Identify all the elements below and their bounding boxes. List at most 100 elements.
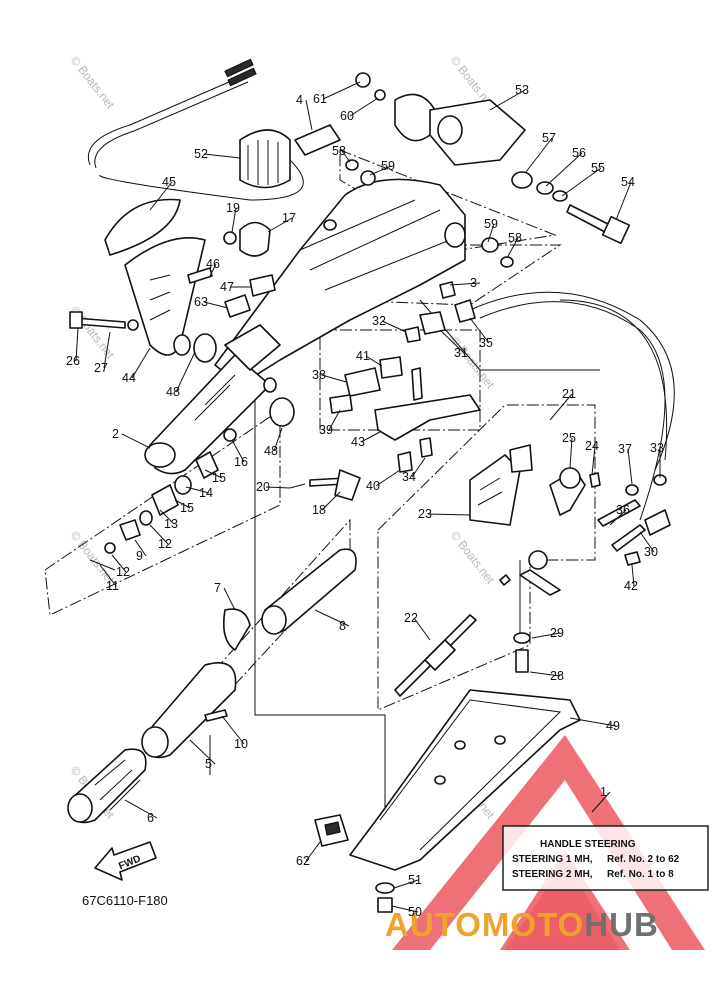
- callouts: 1234567891011121213141515161718192021222…: [66, 81, 664, 919]
- callout-number: 59: [484, 217, 498, 231]
- callout-58: 58: [332, 144, 351, 163]
- callout-40: 40: [366, 469, 401, 493]
- leader-line: [391, 905, 419, 913]
- callout-48: 48: [264, 427, 283, 458]
- leader-line: [393, 879, 419, 889]
- friction-screw: [289, 469, 361, 501]
- callout-number: 42: [624, 579, 638, 593]
- leader-line: [529, 671, 561, 677]
- callout-number: 19: [226, 201, 240, 215]
- callout-59: 59: [484, 217, 498, 243]
- leader-line: [591, 791, 611, 813]
- leader-line: [545, 152, 583, 187]
- callout-50: 50: [391, 905, 422, 919]
- callout-6: 6: [124, 799, 158, 825]
- leader-line: [75, 327, 79, 362]
- callout-42: 42: [624, 564, 638, 593]
- callout-number: 50: [408, 905, 422, 919]
- leader-line: [549, 393, 573, 421]
- callout-5: 5: [189, 739, 216, 771]
- callout-number: 31: [454, 346, 468, 360]
- callout-number: 45: [162, 175, 176, 189]
- callout-9: 9: [134, 539, 147, 563]
- callout-24: 24: [585, 439, 599, 476]
- leader-line: [489, 89, 526, 111]
- forward-arrow: FWD: [94, 841, 157, 881]
- leader-line: [615, 181, 632, 221]
- callout-14: 14: [185, 486, 213, 500]
- leader-line: [411, 457, 426, 478]
- leader-line: [591, 445, 596, 476]
- leader-line: [175, 351, 196, 393]
- leader-line: [103, 331, 111, 369]
- leader-line: [204, 469, 223, 479]
- callout-34: 34: [402, 457, 426, 484]
- leader-line: [427, 513, 471, 516]
- callout-12: 12: [149, 524, 172, 551]
- leader-line: [321, 374, 347, 383]
- note-line-1-model: STEERING 1 MH,: [512, 854, 593, 865]
- callout-15: 15: [174, 499, 194, 515]
- callout-number: 48: [264, 444, 278, 458]
- callout-47: 47: [220, 280, 252, 294]
- leader-line: [561, 167, 602, 197]
- callout-number: 51: [408, 873, 422, 887]
- callout-54: 54: [615, 175, 635, 221]
- leader-line: [231, 207, 237, 233]
- callout-25: 25: [562, 431, 576, 469]
- callout-number: 16: [234, 455, 248, 469]
- callout-29: 29: [531, 626, 564, 640]
- brand-wordmark: AUTOMOTOHUB: [385, 906, 658, 943]
- callout-15: 15: [204, 469, 226, 485]
- rubber-mount: [239, 129, 291, 189]
- note-line-2-refs: Ref. No. 1 to 8: [607, 869, 674, 880]
- leader-line: [111, 554, 127, 573]
- callout-16: 16: [231, 439, 248, 469]
- callout-31: 31: [439, 329, 468, 360]
- callout-number: 10: [234, 737, 248, 751]
- callout-number: 52: [194, 147, 208, 161]
- callout-number: 3: [470, 276, 477, 290]
- callout-number: 15: [212, 471, 226, 485]
- leader-line: [627, 448, 633, 485]
- handle-small-parts: [89, 428, 237, 571]
- lever-bolt: [513, 632, 531, 673]
- callout-number: 30: [644, 545, 658, 559]
- callout-number: 49: [606, 719, 620, 733]
- callout-number: 29: [550, 626, 564, 640]
- leader-line: [305, 841, 321, 862]
- callout-number: 8: [339, 619, 346, 633]
- brand-triangle-icon: [392, 735, 705, 950]
- callout-number: 25: [562, 431, 576, 445]
- control-cables: [88, 58, 304, 201]
- note-line-2-model: STEERING 2 MH,: [512, 869, 593, 880]
- callout-7: 7: [214, 581, 236, 611]
- leader-line: [341, 150, 351, 163]
- leader-line: [273, 427, 283, 452]
- callout-number: 58: [508, 231, 522, 245]
- leader-line: [369, 165, 392, 176]
- callout-55: 55: [561, 161, 605, 197]
- callout-number: 48: [166, 385, 180, 399]
- leader-line: [265, 486, 291, 489]
- leader-line: [124, 799, 158, 819]
- callout-number: 40: [366, 479, 380, 493]
- callout-30: 30: [639, 531, 658, 559]
- leader-line: [159, 509, 175, 525]
- callout-number: 12: [158, 537, 172, 551]
- callout-2: 2: [112, 427, 151, 449]
- leader-line: [203, 153, 241, 159]
- callout-27: 27: [94, 331, 111, 375]
- note-line-1-refs: Ref. No. 2 to 62: [607, 854, 680, 865]
- callout-21: 21: [549, 387, 576, 421]
- callout-number: 9: [136, 549, 143, 563]
- leader-line: [365, 355, 383, 367]
- callout-number: 63: [194, 295, 208, 309]
- callout-number: 4: [296, 93, 303, 107]
- callout-number: 37: [618, 442, 632, 456]
- decal-plate: [294, 124, 341, 156]
- callout-33: 33: [650, 441, 664, 478]
- grip-screw: [204, 709, 228, 722]
- callout-number: 1: [600, 785, 607, 799]
- callout-number: 22: [404, 611, 418, 625]
